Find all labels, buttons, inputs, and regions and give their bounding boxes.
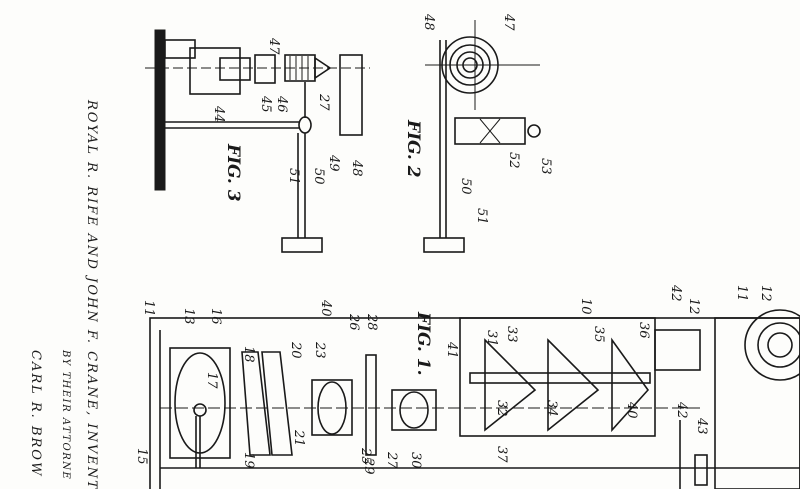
fig1-label: 34 xyxy=(544,400,559,417)
fig3-drawing xyxy=(145,29,370,253)
fig1-label: 12 xyxy=(686,298,701,315)
fig2-drawing xyxy=(423,20,541,253)
fig3-label: 51 xyxy=(286,168,301,185)
fig1-label: 29 xyxy=(361,457,376,475)
fig1-label: 12 xyxy=(758,285,773,302)
fig3-label: 44 xyxy=(211,105,226,123)
fig1-label: 32 xyxy=(494,400,509,417)
fig1-label: 41 xyxy=(444,341,459,359)
fig3-label: 47 xyxy=(266,37,281,55)
fig1-label: 17 xyxy=(204,372,219,389)
fig2-labels: 48 47 52 53 50 51 FIG. 2 xyxy=(403,13,553,225)
fig1-labels: 40 26 28 41 10 42 12 11 13 16 31 33 35 3… xyxy=(134,284,773,475)
fig1-label: 36 xyxy=(636,322,651,339)
fig1-label: 40 xyxy=(318,299,333,317)
fig1-label: 18 xyxy=(241,346,256,363)
fig1-label: 10 xyxy=(578,298,593,315)
fig1-label: 37 xyxy=(494,446,509,463)
fig1-label: 30 xyxy=(408,452,423,469)
fig3-label: 45 xyxy=(258,95,273,113)
fig1-label: 23 xyxy=(312,341,327,359)
fig2-label: 50 xyxy=(458,178,473,195)
fig1-label: 15 xyxy=(134,448,149,465)
fig1-label: 42 xyxy=(668,284,683,302)
fig1-label: 11 xyxy=(734,285,749,302)
fig3-label: 27 xyxy=(316,93,331,111)
fig2-label: 51 xyxy=(474,208,489,225)
fig1-title: FIG. 1. xyxy=(413,311,433,376)
fig2-label: 53 xyxy=(538,158,553,175)
fig1-label: 16 xyxy=(208,308,223,325)
fig1-label: 33 xyxy=(504,326,519,343)
fig3-label: 48 xyxy=(349,159,364,177)
fig1-label: 35 xyxy=(591,326,606,343)
fig1-label: 31 xyxy=(484,330,499,347)
fig1-label: 42 xyxy=(674,401,689,419)
fig3-labels: 47 45 46 44 27 48 49 50 51 FIG. 3 xyxy=(211,37,364,202)
fig2-label: 48 xyxy=(421,13,436,31)
inventor-line: ROYAL R. RIFE AND JOHN F. CRANE, INVENTO xyxy=(84,99,99,489)
fig2-title: FIG. 2 xyxy=(403,119,423,178)
fig1-label: 43 xyxy=(694,417,709,435)
fig2-label: 47 xyxy=(501,13,516,31)
fig3-label: 49 xyxy=(326,154,341,172)
fig1-label: 26 xyxy=(346,313,361,331)
fig3-wall xyxy=(154,29,166,191)
fig1-drawing xyxy=(149,309,800,489)
fig1-label: 20 xyxy=(288,341,303,359)
fig1-label: 19 xyxy=(241,452,256,469)
fig2-label: 52 xyxy=(506,152,521,169)
attorney-name: CARL R. BROW xyxy=(28,350,43,477)
fig3-label: 46 xyxy=(274,95,289,113)
fig1-label: 25 xyxy=(358,447,373,465)
fig3-title: FIG. 3 xyxy=(223,143,243,202)
fig1-label: 11 xyxy=(141,300,156,317)
fig1-label: 27 xyxy=(384,451,399,469)
attorney-line: BY THEIR ATTORNE xyxy=(60,349,71,480)
fig1-label: 28 xyxy=(364,313,379,331)
fig3-label: 50 xyxy=(311,168,326,185)
fig1-label: 40 xyxy=(624,401,639,419)
fig1-label: 13 xyxy=(181,308,196,325)
fig1-label: 21 xyxy=(291,429,306,447)
